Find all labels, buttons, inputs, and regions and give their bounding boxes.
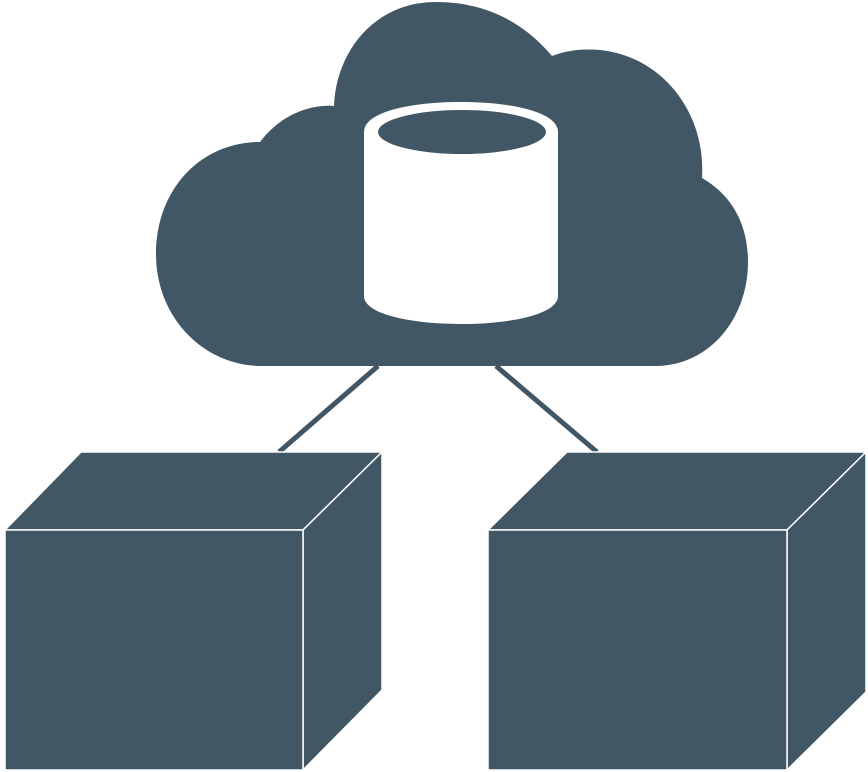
left-box-icon: [3, 450, 384, 772]
right-box-icon: [486, 450, 868, 772]
database-icon: [364, 102, 558, 324]
connectors: [277, 364, 599, 454]
connector-line-right: [494, 364, 599, 454]
connector-line-left: [277, 364, 380, 454]
right-box-front: [487, 529, 788, 771]
left-box-front: [4, 529, 304, 771]
